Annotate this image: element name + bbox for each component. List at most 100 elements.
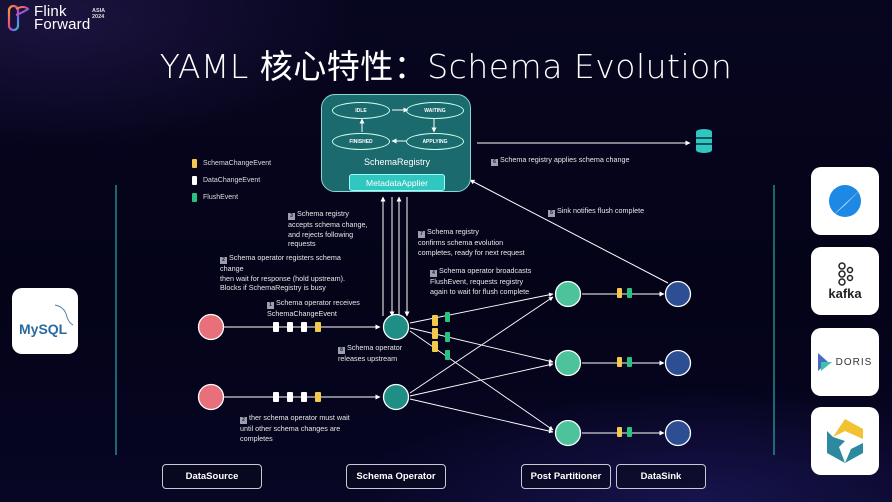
state-idle: IDLE	[332, 102, 390, 119]
step-number-icon: 7	[418, 231, 425, 238]
logo-line-flink: Flink	[34, 3, 67, 20]
note-line: again to wait for flush complete	[430, 286, 530, 296]
broadcast-events	[432, 312, 450, 360]
step-number-icon: 8	[338, 347, 345, 354]
badge-asia: ASIA	[92, 8, 106, 14]
note-line: Schema registry	[297, 209, 349, 218]
arrow-sink-to-registry	[469, 179, 669, 284]
kafka-connector-card: kafka	[811, 247, 879, 315]
legend-label: FlushEvent	[203, 194, 239, 201]
sink-node-2	[664, 349, 692, 377]
note-line: Schema operator receives	[276, 298, 360, 307]
database-icon	[696, 129, 712, 153]
schema-registry: IDLE WAITING APPLYING FINISHED SchemaReg…	[321, 94, 471, 192]
legend: SchemaChangeEvent DataChangeEvent FlushE…	[192, 155, 271, 206]
starrocks-connector-card	[811, 167, 879, 235]
edge-op2-part2	[409, 362, 554, 397]
legend-item-schema-change: SchemaChangeEvent	[192, 155, 271, 172]
events-lane-1	[273, 322, 321, 332]
edge-op1-part1	[409, 292, 554, 324]
doris-label: DORIS	[835, 356, 873, 368]
step-number-icon: 2	[240, 417, 247, 424]
note-line: change	[220, 264, 244, 273]
stage-post-partitioner: Post Partitioner	[521, 464, 611, 489]
note-line: Blocks if SchemaRegistry is busy	[220, 283, 326, 293]
note-line: Schema registry	[427, 227, 479, 236]
note-line: and rejects following	[288, 229, 354, 239]
note-line: Schema operator	[347, 343, 403, 352]
badge-year: 2024	[92, 14, 105, 20]
step-number-icon: 6	[491, 159, 498, 166]
mysql-connector-card: MySQL	[12, 288, 78, 354]
note-line: completes	[240, 433, 273, 443]
note-line: Sink notifies flush complete	[557, 206, 645, 215]
source-node-2	[197, 383, 225, 411]
stage-datasink: DataSink	[616, 464, 706, 489]
legend-swatch-green	[192, 193, 197, 202]
sink-lane-events	[617, 288, 632, 437]
doris-connector-card: DORIS	[811, 328, 879, 396]
partitioner-node-1	[554, 280, 582, 308]
stage-datasource: DataSource	[162, 464, 262, 489]
note-line: confirms schema evolution	[418, 238, 504, 247]
step-number-icon: 3	[288, 213, 295, 220]
note-line: ther schema operator must wait	[249, 413, 350, 422]
schema-registry-label: SchemaRegistry	[363, 157, 431, 167]
source-node-1	[197, 313, 225, 341]
legend-swatch-white	[192, 176, 197, 185]
legend-label: SchemaChangeEvent	[203, 160, 272, 167]
state-waiting: WAITING	[406, 102, 464, 119]
legend-item-flush: FlushEvent	[192, 189, 271, 206]
note-line: Schema operator registers schema	[229, 253, 341, 262]
step-number-icon: 2	[220, 257, 227, 264]
note-line: Schema registry applies schema change	[500, 155, 630, 164]
note-line: Schema operator broadcasts	[439, 266, 532, 275]
note-line: FlushEvent, requests registry	[430, 277, 524, 286]
schema-operator-node-1	[382, 313, 410, 341]
kafka-label: kafka	[828, 285, 862, 301]
logo-line-forward: Forward	[34, 16, 91, 33]
schema-operator-node-2	[382, 383, 410, 411]
note-line: accepts schema change,	[288, 220, 368, 229]
note-line: completes, ready for next request	[418, 247, 525, 257]
metadata-applier: MetadataApplier	[349, 174, 445, 191]
stage-schema-operator: Schema Operator	[346, 464, 446, 489]
mysql-label: MySQL	[19, 321, 68, 337]
events-lane-2	[273, 392, 321, 402]
state-applying: APPLYING	[406, 133, 464, 150]
step-number-icon: 1	[267, 302, 274, 309]
doris-logo-icon	[817, 353, 832, 371]
slide-title: YAML 核心特性：Schema Evolution	[159, 47, 733, 86]
state-finished: FINISHED	[332, 133, 390, 150]
step-number-icon: 5	[548, 210, 555, 217]
step-number-icon: 4	[430, 270, 437, 277]
note-line: requests	[288, 239, 316, 249]
edge-op2-part3	[409, 398, 554, 434]
partitioner-node-3	[554, 419, 582, 447]
partitioner-node-2	[554, 349, 582, 377]
legend-item-data-change: DataChangeEvent	[192, 172, 271, 189]
paimon-connector-card	[811, 407, 879, 475]
flink-logo-icon	[6, 3, 30, 33]
starrocks-logo-icon	[829, 185, 861, 219]
note-line: SchemaChangeEvent	[267, 309, 337, 318]
sink-node-1	[664, 280, 692, 308]
legend-label: DataChangeEvent	[203, 177, 261, 184]
kafka-logo-icon	[838, 261, 854, 286]
note-line: until other schema changes are	[240, 424, 341, 433]
edge-op2-part1	[409, 296, 554, 394]
flink-forward-logo: Flink Forward ASIA 2024	[6, 3, 105, 33]
sink-node-3	[664, 419, 692, 447]
note-line: releases upstream	[338, 354, 398, 363]
mysql-logo-icon: MySQL	[15, 301, 75, 341]
